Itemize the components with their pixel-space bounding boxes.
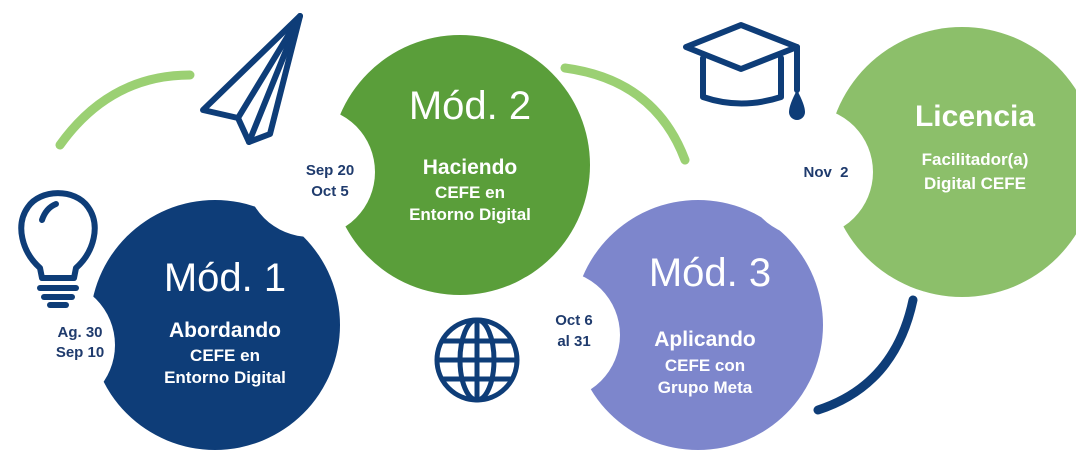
module-2-title: Haciendo bbox=[422, 156, 518, 179]
connector-arc-3 bbox=[813, 295, 918, 415]
module-1-desc-line1: CEFE en bbox=[190, 346, 260, 365]
licence-date-tab bbox=[743, 107, 873, 237]
module-1-circle bbox=[90, 200, 340, 450]
module-1-date-tab bbox=[0, 280, 115, 410]
module-2-date-start: Sep 20 bbox=[305, 162, 355, 179]
module-3-date-start: Oct 6 bbox=[555, 312, 593, 329]
module-2-circle bbox=[330, 35, 590, 295]
module-2-date-end: Oct 5 bbox=[311, 183, 349, 200]
module-3-desc-line2: Grupo Meta bbox=[657, 378, 753, 397]
connector-arc-2 bbox=[560, 63, 690, 165]
graduation-cap-icon bbox=[683, 22, 800, 107]
module-3-date-end: al 31 bbox=[557, 333, 591, 350]
module-1-date-start: Ag. 30 bbox=[57, 324, 103, 341]
module-3-title: Aplicando bbox=[654, 328, 756, 351]
module-2-label: Mód. 2 bbox=[408, 84, 532, 128]
licence-desc-line1: Facilitador(a) bbox=[921, 150, 1029, 169]
connector-arc-1 bbox=[55, 70, 195, 150]
module-2-desc-line1: CEFE en bbox=[435, 183, 505, 202]
lightbulb-icon bbox=[18, 190, 98, 308]
module-3-desc-line1: CEFE con bbox=[664, 356, 746, 375]
module-3-label: Mód. 3 bbox=[648, 251, 772, 295]
module-3-circle bbox=[573, 200, 823, 450]
module-1-title: Abordando bbox=[169, 319, 281, 342]
module-1-desc-line2: Entorno Digital bbox=[164, 368, 286, 387]
module-2-desc-line2: Entorno Digital bbox=[409, 205, 531, 224]
module-3-date-tab bbox=[490, 270, 620, 400]
globe-icon bbox=[434, 317, 520, 403]
paper-plane-icon bbox=[200, 13, 303, 145]
licence-date: Nov 2 bbox=[803, 164, 849, 181]
licence-desc-line2: Digital CEFE bbox=[923, 174, 1026, 193]
module-1-date-end: Sep 10 bbox=[55, 344, 105, 361]
module-2-date-tab bbox=[245, 107, 375, 237]
licence-title: Licencia bbox=[914, 100, 1036, 133]
module-1-label: Mód. 1 bbox=[163, 256, 287, 300]
graduation-tassel-drop bbox=[789, 90, 805, 120]
licence-circle bbox=[827, 27, 1076, 297]
